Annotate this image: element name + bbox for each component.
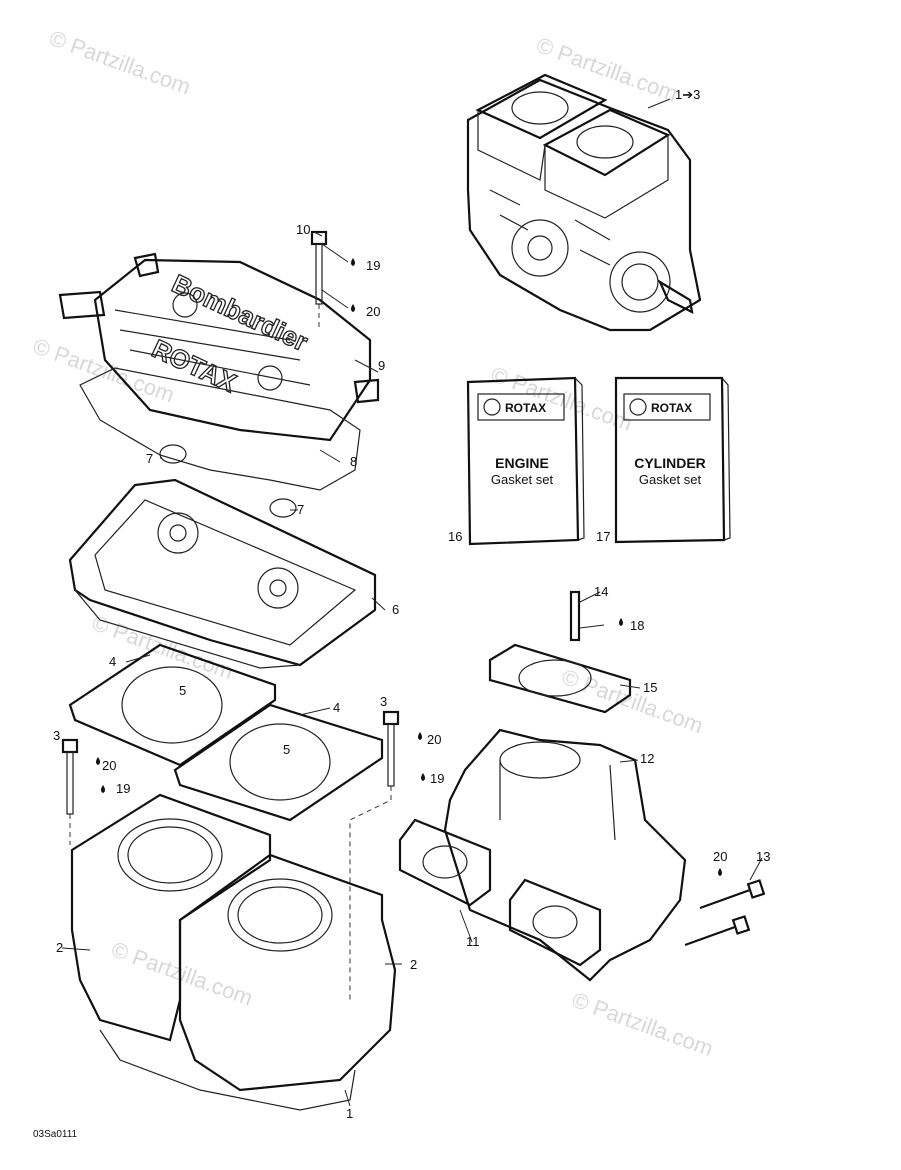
watermark: © Partzilla.com — [488, 362, 636, 436]
engine-gasket-set-book: ROTAX ENGINE Gasket set — [466, 376, 585, 546]
callout: 20 — [102, 758, 116, 773]
diagram-code: 03Sa0111 — [33, 1129, 78, 1140]
callout: 14 — [594, 584, 608, 599]
watermark: © Partzilla.com — [108, 936, 256, 1010]
callout: 16 — [448, 529, 462, 544]
watermark: © Partzilla.com — [533, 32, 681, 106]
callout: 17 — [596, 529, 610, 544]
callout: 12 — [640, 751, 654, 766]
bolt — [61, 738, 79, 845]
bolt — [310, 230, 328, 330]
o-ring — [269, 498, 297, 518]
bolt — [349, 710, 400, 1000]
callout: 15 — [643, 680, 657, 695]
callout: 20 — [366, 304, 380, 319]
cylinder-head — [68, 478, 377, 669]
callout: 5 — [283, 742, 290, 757]
callout: 9 — [378, 358, 385, 373]
book-subtitle: Gasket set — [491, 472, 554, 487]
cylinder-gasket-right — [173, 703, 384, 822]
cylinders — [70, 793, 397, 1111]
callout: 7 — [146, 451, 153, 466]
callouts: 1➔3 10 19 20 9 7 8 7 6 16 17 14 18 15 4 … — [53, 87, 770, 1121]
watermark: © Partzilla.com — [46, 25, 194, 99]
watermark: © Partzilla.com — [569, 987, 717, 1061]
exhaust-manifold — [443, 728, 687, 982]
callout: 19 — [366, 258, 380, 273]
callout: 1➔3 — [675, 87, 700, 102]
callout: 19 — [116, 781, 130, 796]
watermark: © Partzilla.com — [559, 664, 707, 738]
engine-block — [466, 73, 702, 332]
callout: 20 — [713, 849, 727, 864]
callout: 20 — [427, 732, 441, 747]
callout: 2 — [410, 957, 417, 972]
callout: 4 — [109, 654, 116, 669]
drop-icons — [96, 258, 722, 876]
watermark: © Partzilla.com — [89, 610, 237, 684]
callout: 19 — [430, 771, 444, 786]
brand-logo: ROTAX — [505, 401, 546, 415]
leader-lines — [61, 98, 763, 1107]
callout: 5 — [179, 683, 186, 698]
callout: 11 — [466, 934, 480, 949]
brand-logo: ROTAX — [651, 401, 692, 415]
head-cover-gasket — [79, 367, 361, 491]
o-ring — [159, 444, 187, 464]
book-subtitle: Gasket set — [639, 472, 702, 487]
cylinder-gasket-left — [68, 643, 277, 767]
book-title: ENGINE — [495, 455, 549, 471]
exhaust-flange-gasket — [398, 818, 602, 967]
embossed-brand: Bombardier — [167, 268, 312, 357]
callout: 1 — [346, 1106, 353, 1121]
callout: 10 — [296, 222, 310, 237]
callout: 13 — [756, 849, 770, 864]
callout: 8 — [350, 454, 357, 469]
callout: 6 — [392, 602, 399, 617]
callout: 4 — [333, 700, 340, 715]
bolt — [684, 879, 766, 947]
stud — [569, 590, 581, 642]
callout: 3 — [380, 694, 387, 709]
exhaust-gasket — [488, 643, 632, 714]
cylinder-gasket-set-book: ROTAX CYLINDER Gasket set — [614, 376, 731, 544]
book-title: CYLINDER — [634, 455, 706, 471]
callout: 18 — [630, 618, 644, 633]
callout: 2 — [56, 940, 63, 955]
callout: 3 — [53, 728, 60, 743]
callout: 7 — [297, 502, 304, 517]
cylinder-head-cover: Bombardier ROTAX — [58, 252, 380, 442]
